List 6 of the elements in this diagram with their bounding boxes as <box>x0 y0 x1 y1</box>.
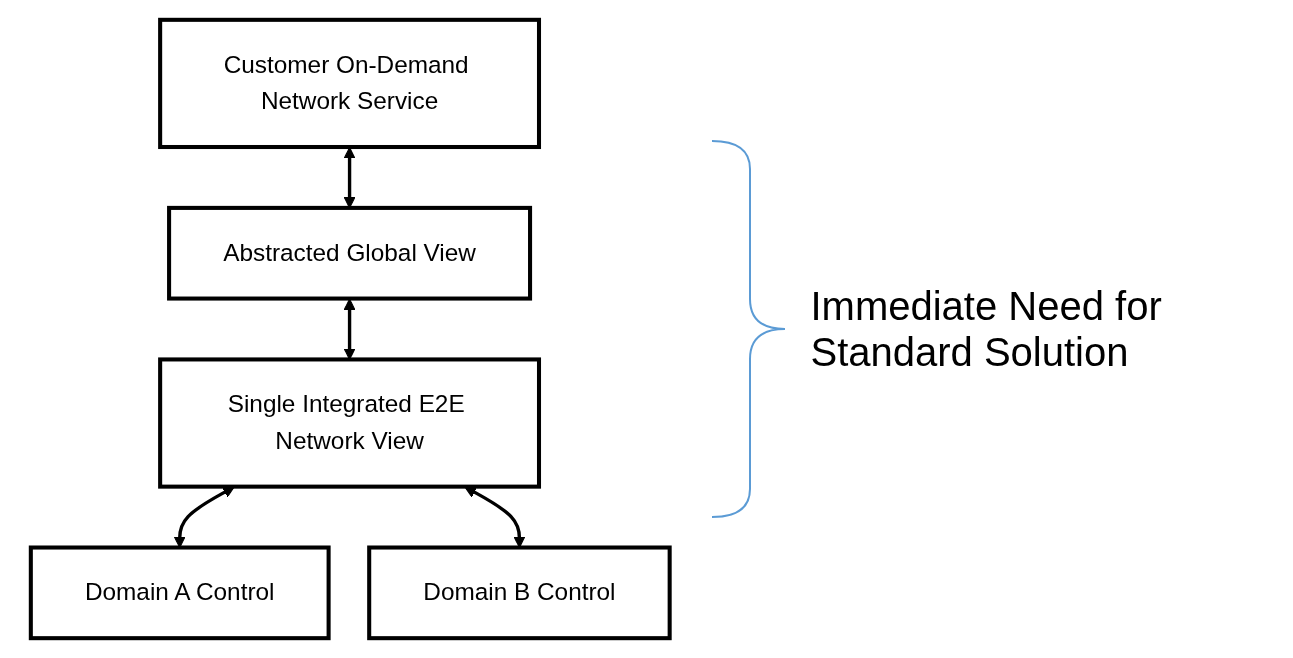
node-box: Domain B Control <box>367 545 672 641</box>
node-box: Abstracted Global View <box>167 205 533 301</box>
node-box: Customer On-Demand Network Service <box>158 17 542 150</box>
node-box: Domain A Control <box>28 545 331 641</box>
note-text: Immediate Need for Standard Solution <box>810 283 1163 375</box>
node-box: Single Integrated E2E Network View <box>158 357 542 489</box>
